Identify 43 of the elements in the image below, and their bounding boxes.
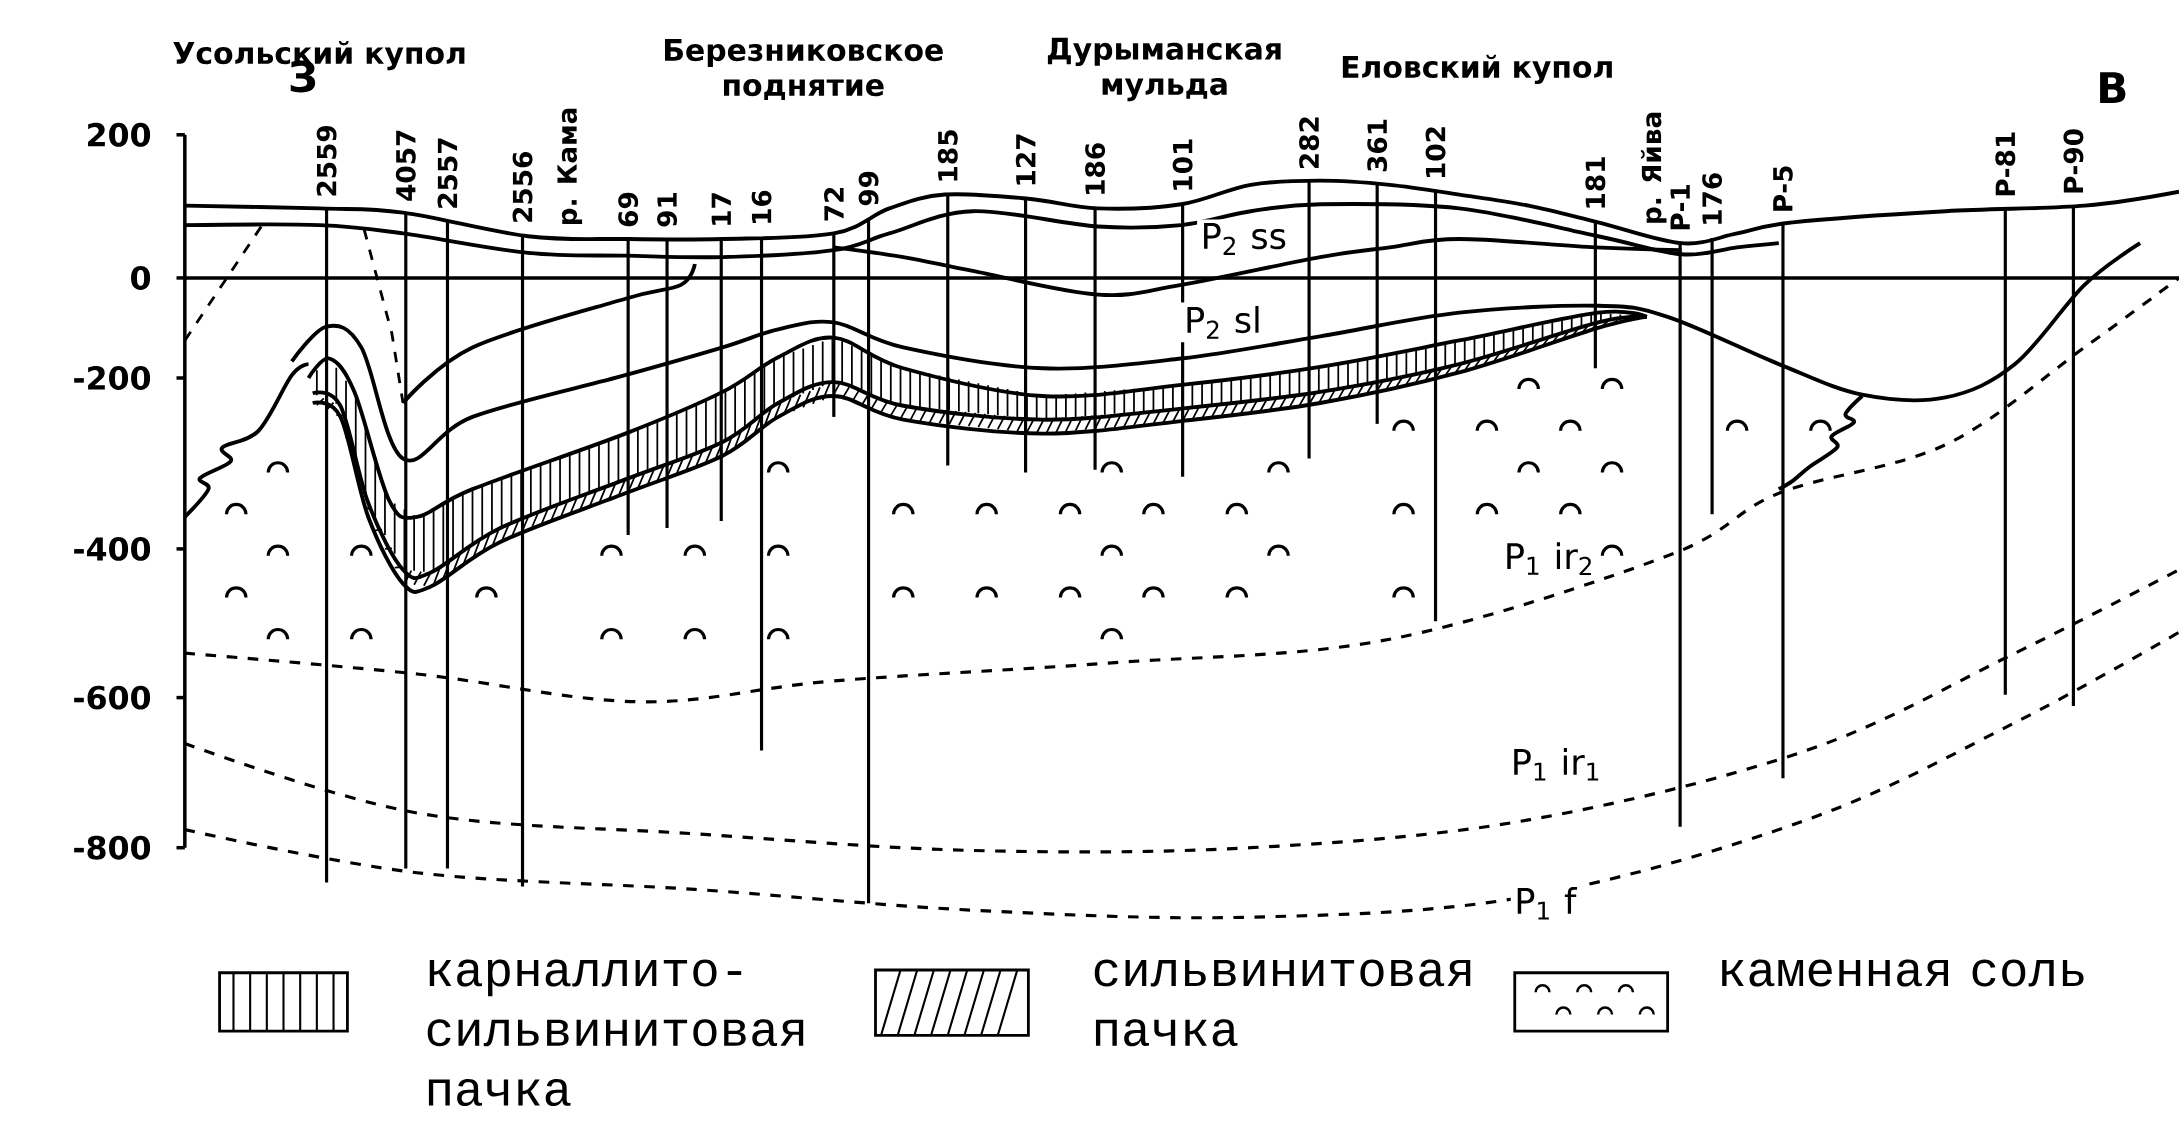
structure-label: Дурыманская мульда [1047,37,1281,102]
structure-label: Еловский купол [1342,54,1612,85]
legend-text: каменная соль [1722,959,2084,987]
formation-label: P$_{2}$ sl [1180,302,1266,343]
well-label: 2556 [512,152,533,222]
depth-tick-label: -600 [74,685,151,710]
formation-label: P$_{2}$ ss [1197,219,1291,259]
legend-text: карналлито-сильвинитовая пачка [427,959,804,1107]
well-label: 282 [1299,117,1320,169]
well-label: 186 [1085,143,1106,194]
well-label: Р-1 [1670,185,1690,230]
well-label: 185 [937,130,958,181]
well-label: 16 [751,190,772,223]
well-label: 102 [1425,127,1446,178]
well-label: 2557 [437,138,458,208]
structure-label: Березниковское поднятие [665,39,943,101]
well-label: р. Кама [557,108,583,225]
well-label: 4057 [395,130,416,201]
well-label: 181 [1585,157,1606,208]
depth-tick-label: -400 [74,537,151,561]
well-label: 101 [1172,139,1193,190]
formation-label: P$_{1}$ f [1510,883,1580,924]
well-label: Р-90 [2063,129,2084,193]
well-label: р. Яйва [1640,112,1667,223]
depth-tick-label: -200 [74,366,151,390]
well-label: Р-81 [1995,132,2016,196]
direction-label: В [2100,72,2126,103]
well-label: Р-5 [1773,166,1793,211]
depth-tick-label: 200 [88,122,151,147]
well-label: 361 [1367,119,1388,172]
well-label: 17 [711,193,731,225]
well-label: 72 [824,187,844,221]
legend-text: сильвинитовая пачка [1094,959,1471,1047]
well-label: 127 [1015,134,1036,185]
depth-tick-label: -800 [74,835,151,860]
well-label: 69 [618,192,639,227]
well-label: 176 [1702,173,1723,224]
well-label: 2559 [316,125,337,196]
well-label: 91 [657,193,677,227]
formation-label: P$_{1}$ ir$_{2}$ [1500,538,1599,579]
well-label: 99 [858,171,879,206]
depth-tick-label: 0 [131,266,151,290]
formation-label: P$_{1}$ ir$_{1}$ [1507,744,1606,785]
